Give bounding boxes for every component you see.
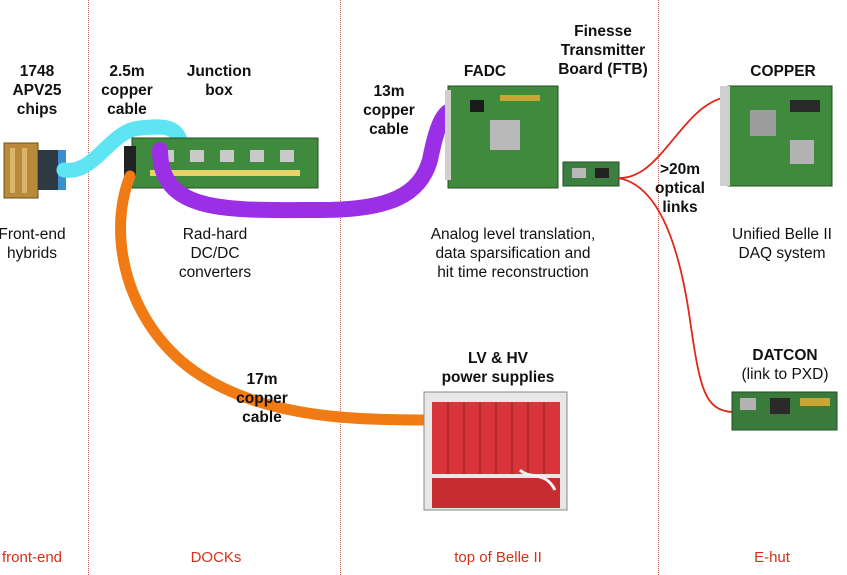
- datcon-sub: (link to PXD): [741, 366, 829, 383]
- zone-label-e-hut: E-hut: [754, 549, 790, 566]
- junction-title: Junction box: [186, 63, 252, 99]
- cable-2-5m: [56, 119, 188, 178]
- optical-label: >20m optical links: [655, 161, 705, 216]
- cable-17m-label: 17m copper cable: [236, 371, 288, 426]
- junction-desc: Rad-hard DC/DC converters: [178, 226, 252, 281]
- optical-link-datcon: [617, 177, 733, 413]
- fadc-desc: Analog level translation, data sparsific…: [430, 226, 596, 281]
- zone-divider: [340, 0, 341, 575]
- copper-board: [720, 85, 833, 187]
- optical-link-copper: [617, 97, 723, 179]
- datcon-board: [731, 391, 838, 431]
- power-title: LV & HV power supplies: [441, 350, 555, 386]
- zone-label-top-of-belle: top of Belle II: [454, 549, 542, 566]
- ftb-title: Finesse Transmitter Board (FTB): [558, 23, 648, 78]
- power-supply-crate: [423, 391, 568, 511]
- hybrid-title: 1748 APV25 chips: [12, 63, 62, 118]
- zone-divider: [658, 0, 659, 575]
- cable-2-5m-label: 2.5m copper cable: [101, 63, 153, 118]
- zone-divider: [88, 0, 89, 575]
- zone-label-docks: DOCKs: [190, 549, 242, 566]
- cable-17m: [115, 170, 446, 426]
- datcon-title: DATCON: [752, 347, 818, 364]
- cable-13m-label: 13m copper cable: [363, 83, 415, 138]
- copper-title: COPPER: [750, 63, 816, 80]
- copper-desc: Unified Belle II DAQ system: [732, 226, 832, 262]
- zone-label-front-end: front-end: [1, 549, 63, 566]
- cable-13m: [152, 104, 456, 219]
- fadc-board: [445, 85, 559, 189]
- ftb-board: [562, 161, 620, 187]
- hybrid-desc: Front-end hybrids: [0, 226, 66, 262]
- fadc-title: FADC: [463, 63, 507, 80]
